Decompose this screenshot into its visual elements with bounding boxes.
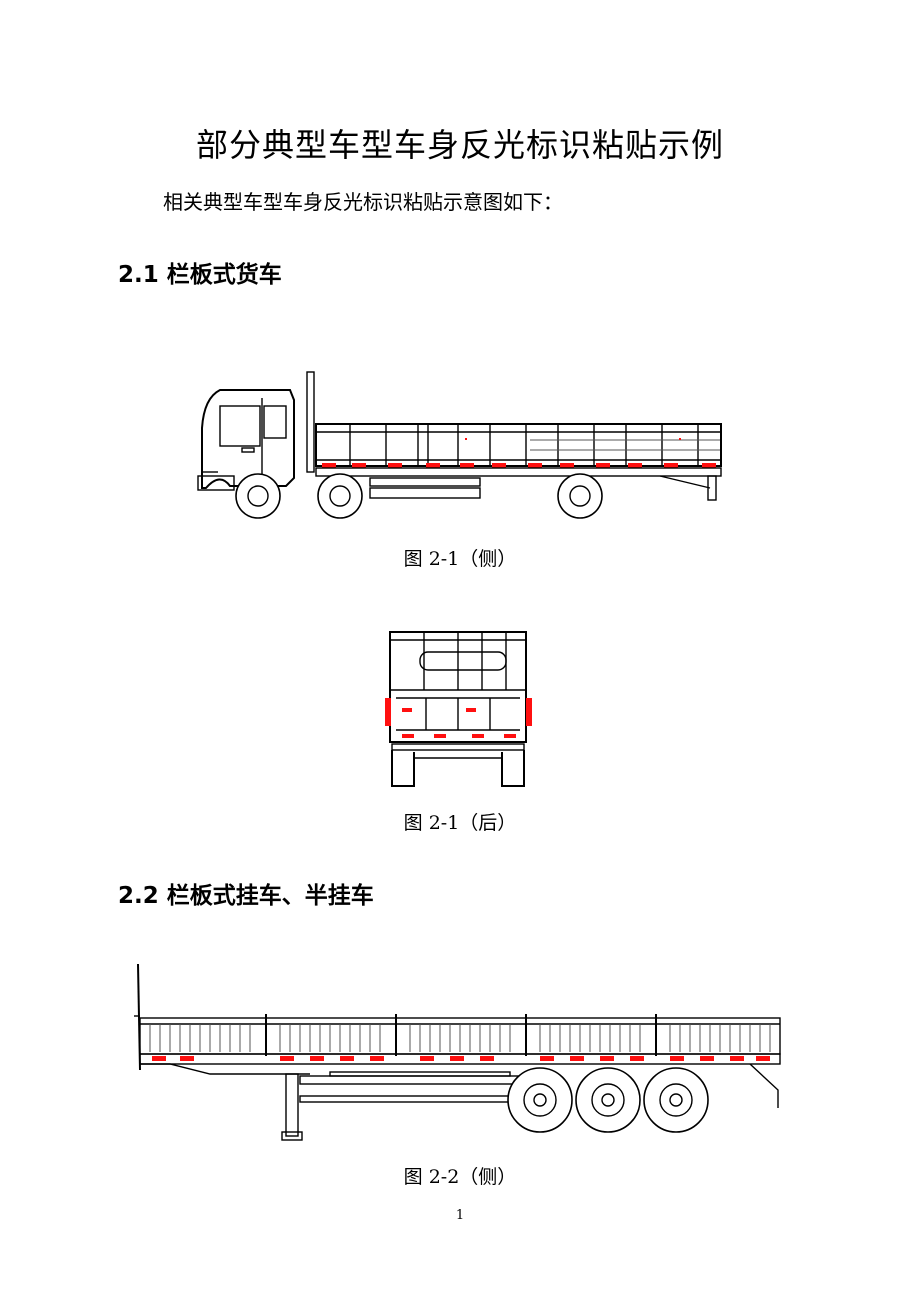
cargo-truck-rear-illustration (385, 631, 532, 787)
figure-2-1-side-caption: 图 2-1（侧） (403, 548, 517, 570)
intro-text: 相关典型车型车身反光标识粘贴示意图如下： (163, 190, 563, 214)
section-heading-2-2: 2.2 栏板式挂车、半挂车 (118, 883, 374, 909)
section-heading-2-1: 2.1 栏板式货车 (118, 262, 282, 288)
document-title: 部分典型车型车身反光标识粘贴示例 (195, 126, 724, 164)
figure-2-2-side-caption: 图 2-2（侧） (403, 1166, 517, 1188)
cargo-truck-side-illustration (197, 371, 722, 519)
figure-2-1-rear-caption: 图 2-1（后） (403, 812, 517, 834)
semi-trailer-side-illustration (134, 963, 781, 1141)
page-number: 1 (455, 1208, 465, 1223)
